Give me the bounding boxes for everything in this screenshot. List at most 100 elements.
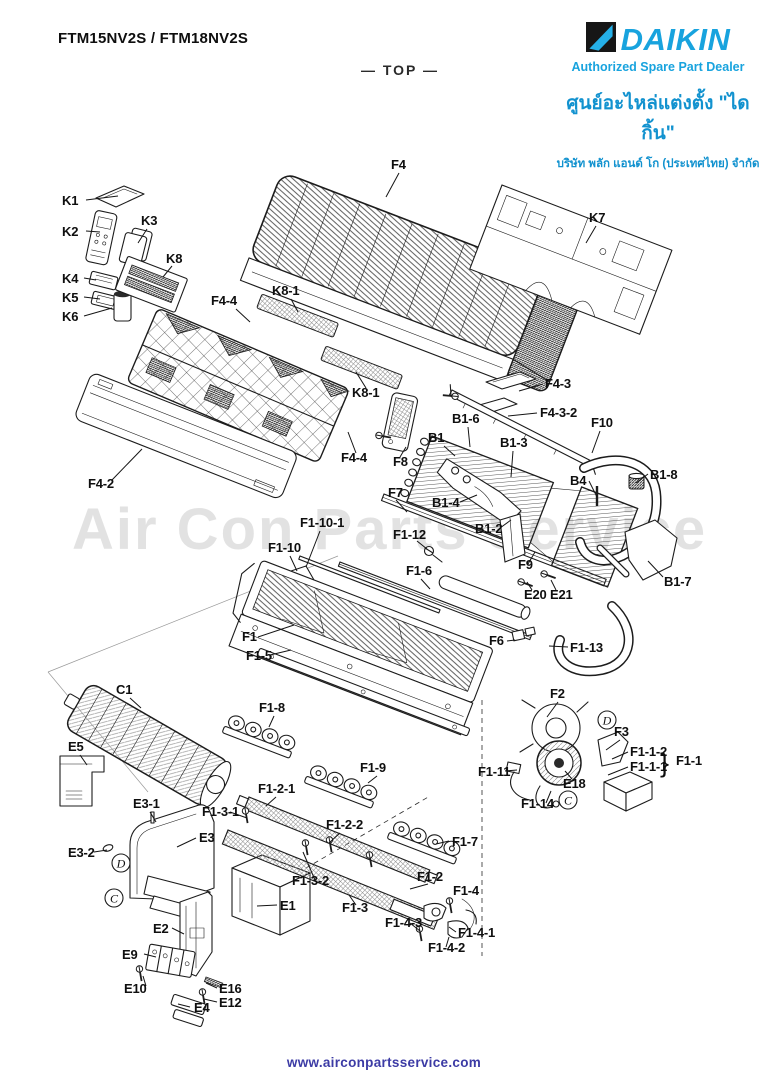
drain-fitting-parts	[410, 895, 477, 942]
part-label-E2: E2	[153, 921, 169, 936]
leader-line-K6	[83, 307, 113, 317]
part-label-F1-10-1: F1-10-1	[300, 515, 344, 530]
leader-line-F4-2	[111, 448, 143, 481]
pipe-plate-part	[624, 519, 678, 581]
part-label-F1-10: F1-10	[268, 540, 301, 555]
battery-part	[113, 290, 132, 322]
part-label-F1-2-1: F1-2-1	[258, 781, 295, 796]
part-label-}: }	[660, 748, 669, 778]
part-label-F1-11: F1-11	[478, 764, 510, 779]
support-bracket-part	[59, 755, 105, 807]
leader-line-F1-3-1	[229, 811, 248, 819]
vane-set-part	[221, 712, 298, 759]
part-label-K8-1: K8-1	[272, 283, 299, 298]
leader-line-B1-3	[510, 450, 514, 478]
grille-bar-parts	[221, 794, 441, 931]
part-label-K7: K7	[589, 210, 605, 225]
part-label-K8: K8	[166, 251, 182, 266]
leader-line-F1-2	[409, 883, 429, 890]
leader-line-F1-8	[268, 715, 275, 728]
front-panel-part	[75, 373, 297, 499]
terminal-parts	[130, 891, 224, 1028]
leader-line-F1	[257, 624, 295, 638]
part-label-F1-1-1: F1-1-1	[630, 759, 667, 774]
mounting-plate-part	[469, 184, 673, 335]
part-label-F1-9: F1-9	[360, 760, 386, 775]
leader-line-E3	[176, 837, 197, 848]
footer-url[interactable]: www.airconpartsservice.com	[286, 1055, 482, 1070]
part-label-F4-3-2: F4-3-2	[540, 405, 577, 420]
leader-line-B1	[443, 445, 456, 457]
part-label-F1-5: F1-5	[246, 648, 272, 663]
drain-hose-parts	[511, 601, 634, 677]
part-label-F1-3-2: F1-3-2	[292, 873, 329, 888]
leader-line-F1-5	[269, 649, 292, 656]
small-louver-part	[381, 392, 419, 452]
part-label-B1-7: B1-7	[664, 574, 691, 589]
part-label-K5: K5	[62, 290, 78, 305]
drain-pan-part	[228, 560, 493, 736]
part-label-E9: E9	[122, 947, 138, 962]
part-label-E3-1: E3-1	[133, 796, 160, 811]
part-label-F9: F9	[518, 557, 533, 572]
part-label-F4: F4	[391, 157, 407, 172]
leader-line-E20	[526, 581, 533, 591]
part-label-E16: E16	[219, 981, 242, 996]
leader-line-F1-4-3	[409, 922, 421, 932]
part-label-F1-1-2: F1-1-2	[630, 744, 667, 759]
leader-line-E2	[171, 927, 185, 935]
part-label-F1-8: F1-8	[259, 700, 285, 715]
leader-line-F1-4-1	[448, 926, 457, 933]
leader-line-K5	[83, 296, 101, 300]
part-label-K6: K6	[62, 309, 78, 324]
callout-circle-D	[597, 710, 617, 730]
part-label-B1-3: B1-3	[500, 435, 527, 450]
part-label-B1-8: B1-8	[650, 467, 677, 482]
part-label-B1: B1	[428, 430, 444, 445]
leader-line-B1-2	[499, 519, 512, 529]
part-label-F1-3: F1-3	[342, 900, 368, 915]
part-label-F1-1: F1-1	[676, 753, 702, 768]
leader-line-K3	[137, 228, 148, 244]
part-label-F1-14: F1-14	[521, 796, 555, 811]
part-label-C1: C1	[116, 682, 132, 697]
part-label-F1-2-2: F1-2-2	[326, 817, 363, 832]
part-label-E20: E20	[524, 587, 547, 602]
louver-link-parts	[280, 555, 532, 641]
part-label-F8: F8	[393, 454, 408, 469]
daikin-logo-icon	[585, 22, 616, 57]
leader-line-F1-2-1	[265, 796, 277, 807]
leader-line-F3	[605, 739, 621, 751]
leader-line-B1-4	[459, 494, 478, 503]
leader-line-B4	[588, 480, 598, 498]
leader-line-B1-6	[467, 426, 471, 448]
leader-line-F1-10-1	[305, 530, 321, 568]
part-label-F1-4-2: F1-4-2	[428, 940, 465, 955]
leader-line-F1-14	[545, 790, 552, 804]
part-label-F10: F10	[591, 415, 613, 430]
pan-strip-part	[257, 648, 471, 737]
part-label-E3-2: E3-2	[68, 845, 95, 860]
part-labels: K1K2K3K4K5K6K8F4K7F4-4F4-4K8-1K8-1F4-2F4…	[62, 157, 702, 1015]
part-label-E21: E21	[550, 587, 573, 602]
leader-line-F1-11	[504, 769, 518, 772]
part-label-F1-3-1: F1-3-1	[202, 804, 239, 819]
brand-name: DAIKIN	[620, 22, 731, 57]
part-label-F1-12: F1-12	[393, 527, 426, 542]
leader-line-F1-9	[367, 775, 378, 784]
callout-letter-C: C	[110, 892, 119, 906]
leader-line-F1-12	[416, 540, 428, 550]
leader-line-F4-4	[235, 308, 251, 323]
part-label-E3: E3	[199, 830, 215, 845]
filter-strip-parts	[256, 294, 403, 390]
callout-circle-C	[558, 790, 578, 810]
part-label-F1-7: F1-7	[452, 834, 478, 849]
air-filter-part	[127, 309, 350, 462]
part-label-K8-1: K8-1	[352, 385, 379, 400]
fan-motor-parts	[505, 699, 653, 812]
part-label-B4: B4	[570, 473, 587, 488]
part-label-E5: E5	[68, 739, 84, 754]
leader-line-F1-2-2	[328, 832, 341, 844]
part-label-E1: E1	[280, 898, 296, 913]
part-label-B1-6: B1-6	[452, 411, 479, 426]
